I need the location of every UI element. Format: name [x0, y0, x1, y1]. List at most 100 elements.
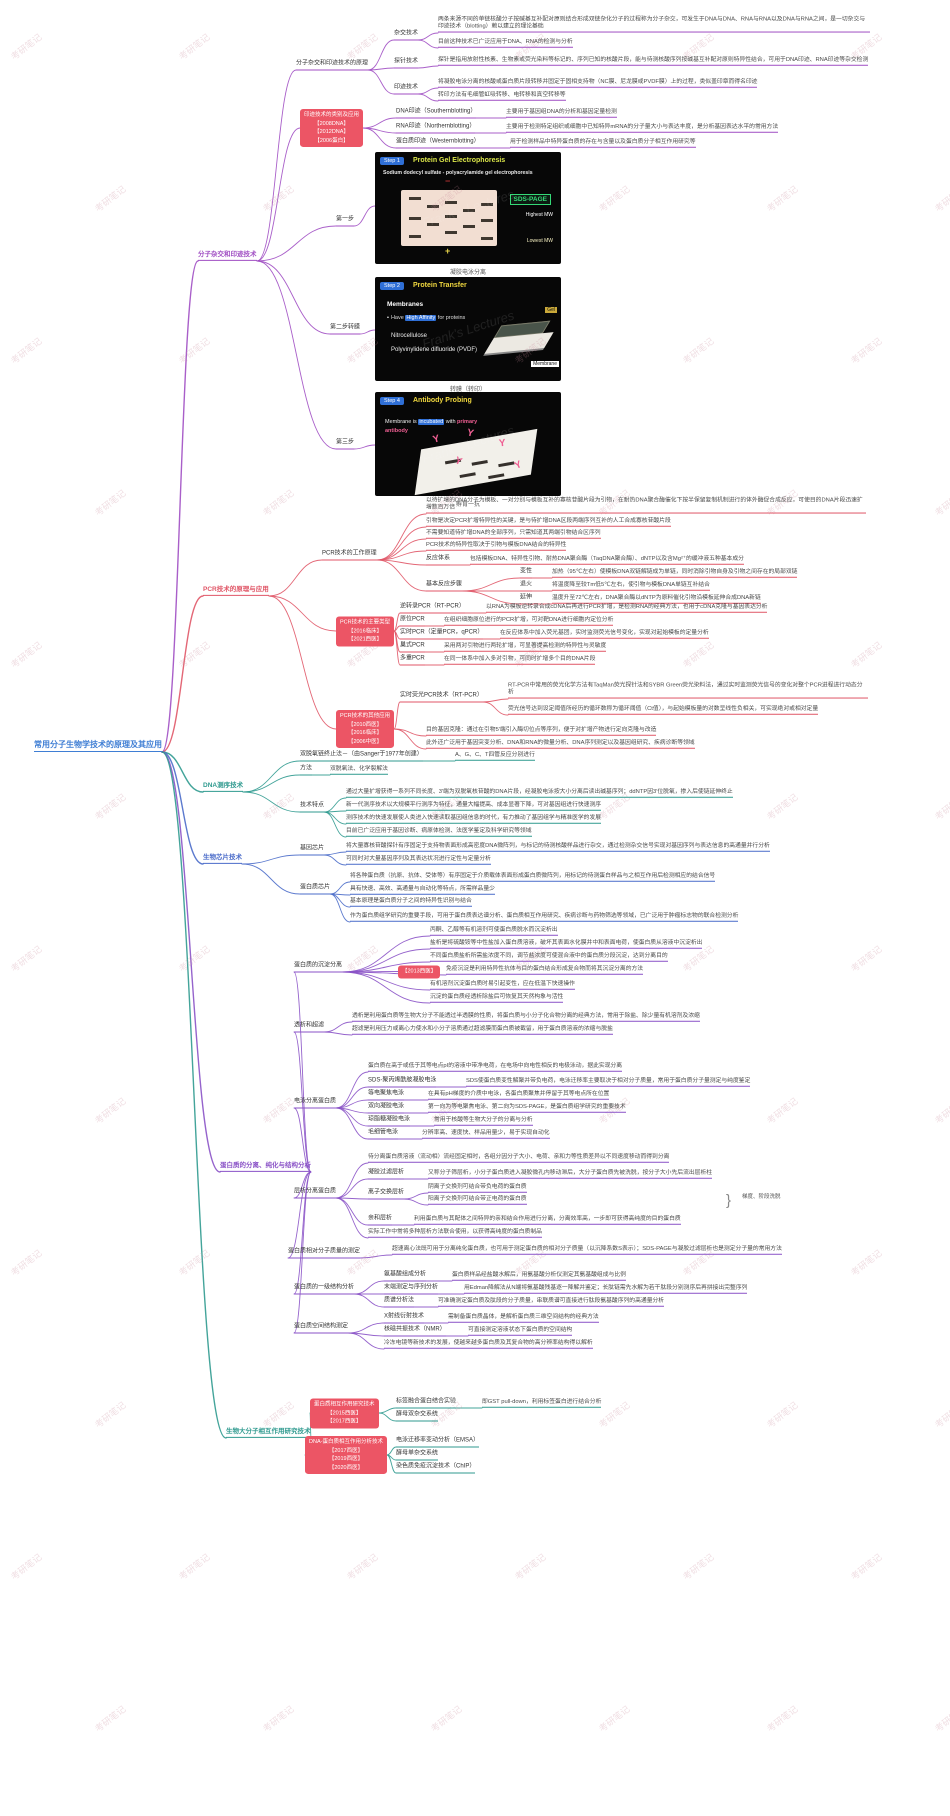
topic-E6a[interactable]: 氨基酸组成分析 [384, 1272, 427, 1281]
topic-E1l3[interactable]: 不同蛋白质盐析所需盐浓度不同，调节盐浓度可使混合液中的蛋白质分段沉淀，达到分离目… [430, 953, 668, 962]
topic-B2c1[interactable]: 在反应体系中加入荧光基团，实时监测荧光信号变化，实现对起始模板的定量分析 [500, 630, 709, 639]
topic-C3[interactable]: 技术特点 [300, 803, 325, 812]
topic-E7a[interactable]: X射线衍射技术 [384, 1314, 425, 1323]
topic-C1[interactable]: 双脱氧链终止法－（由Sanger于1977年创建） [300, 752, 423, 761]
topic-B2b1[interactable]: 在组织细胞原位进行的PCR扩增，可对靶DNA进行细胞内定位分析 [444, 617, 614, 626]
topic-B2e1[interactable]: 在同一体系中加入多对引物，可同时扩增多个目的DNA片段 [444, 656, 596, 665]
topic-S1[interactable]: 第一步 [336, 217, 355, 226]
topic-E4c[interactable]: 亲和层析 [368, 1216, 393, 1225]
topic-E4b[interactable]: 离子交换层析 [368, 1190, 405, 1199]
topic-E6[interactable]: 蛋白质的一级结构分析 [294, 1285, 355, 1294]
topic-E4[interactable]: 层析分离蛋白质 [294, 1189, 337, 1198]
exam-tag-box-F1[interactable]: 蛋白质相互作用研究技术 【2015西医】 【2017西医】 [310, 1398, 379, 1428]
topic-E7a1[interactable]: 需制备蛋白质晶体，是解析蛋白质三维空间结构的经典方法 [448, 1314, 599, 1323]
topic-B1e[interactable]: 反应体系 [426, 556, 451, 565]
topic-A1c1[interactable]: 将凝胶电泳分离的核酸或蛋白质片段转移并固定于固相支持物（NC膜、尼龙膜或PVDF… [438, 79, 758, 88]
topic-E5[interactable]: 蛋白质相对分子质量的测定 [288, 1249, 361, 1258]
topic-E3b[interactable]: 等电聚焦电泳 [368, 1091, 405, 1100]
exam-tag-box-B2[interactable]: PCR技术的主要类型 【2016临床】 【2021西医】 [336, 616, 395, 646]
topic-B1f2[interactable]: 退火 [520, 582, 533, 591]
topic-A1b1[interactable]: 探针是指用放射性核素、生物素或荧光染料等标记的、序列已知的核酸片段，能与待测核酸… [438, 57, 869, 66]
topic-E4a[interactable]: 凝胶过滤层析 [368, 1170, 405, 1179]
topic-D[interactable]: 生物芯片技术 [203, 854, 242, 864]
topic-F1b[interactable]: 酵母双杂交系统 [396, 1412, 439, 1421]
topic-E3d[interactable]: 琼脂糖凝胶电泳 [368, 1117, 411, 1126]
topic-B2e[interactable]: 多重PCR [400, 656, 425, 665]
topic-B2b[interactable]: 原位PCR [400, 617, 425, 626]
topic-E3c[interactable]: 双向凝胶电泳 [368, 1104, 405, 1113]
topic-D2l4[interactable]: 作为蛋白质组学研究的重要手段，可用于蛋白质表达谱分析、蛋白质相互作用研究、疾病诊… [350, 913, 739, 922]
topic-C3l3[interactable]: 测序技术的快速发展使人类进入快速读取基因组信息的时代，有力推动了基因组学与精准医… [346, 815, 602, 824]
topic-B1l1[interactable]: 以待扩增的DNA分子为模板、一对分别与模板互补的寡核苷酸片段为引物，在耐热DNA… [426, 498, 866, 514]
topic-A1b[interactable]: 探针技术 [394, 59, 419, 68]
topic-C3l1[interactable]: 通过大量扩增获得一系列不同长度、3′端为双脱氧核苷酸的DNA片段，经凝胶电泳按大… [346, 789, 733, 798]
topic-E4a1[interactable]: 又称分子筛层析，小分子蛋白质进入凝胶微孔内移动滞后，大分子蛋白质先被洗脱，按分子… [428, 1170, 713, 1179]
topic-D1l1[interactable]: 将大量寡核苷酸探针有序固定于支持物表面形成高密度DNA微阵列，与标记的待测核酸样… [346, 843, 770, 852]
topic-C2l[interactable]: 双脱氧法、化学裂解法 [330, 766, 388, 775]
topic-E2l1[interactable]: 透析是利用蛋白质等生物大分子不能透过半透膜的性质，将蛋白质与小分子化合物分离的经… [352, 1013, 700, 1022]
topic-E6b1[interactable]: 用Edman降解法从N端将氨基酸残基逐一降解并鉴定；长肽链需先水解为若干肽段分别… [464, 1285, 748, 1294]
western-blot-step3-image[interactable]: Step 4 Antibody Probing Membrane is incu… [375, 392, 561, 508]
topic-B1l3[interactable]: 不需要知道待扩增DNA的全部序列，只需知道其两端引物结合区序列 [426, 530, 601, 539]
topic-E1l2[interactable]: 盐析是将硫酸铵等中性盐加入蛋白质溶液，破坏其表面水化膜并中和表面电荷，使蛋白质从… [430, 940, 703, 949]
western-blot-step1-image[interactable]: Step 1 Protein Gel Electrophoresis Sodiu… [375, 152, 561, 276]
topic-A1a2[interactable]: 目前这种技术已广泛应用于DNA、RNA的检测与分析 [438, 39, 573, 48]
topic-C3l4[interactable]: 目前已广泛应用于基因诊断、病原体检测、法医学鉴定及科学研究等领域 [346, 828, 532, 837]
topic-E7b[interactable]: 核磁共振技术（NMR） [384, 1327, 446, 1336]
topic-A1a[interactable]: 杂交技术 [394, 31, 419, 40]
topic-F1a1[interactable]: 即GST pull-down，利用标签蛋白进行结合分析 [482, 1399, 602, 1408]
topic-B4l1[interactable]: 目的基因克隆：通过在引物5′端引入酶切位点等序列，便于对扩增产物进行定向克隆与改… [426, 727, 657, 736]
topic-E1l4[interactable]: 免疫沉淀是利用特异性抗体与目的蛋白结合形成复合物而将其沉淀分离的方法 [446, 966, 644, 975]
topic-B4l2[interactable]: 此外还广泛用于基因突变分析、DNA和RNA的微量分析、DNA序列测定以及基因组研… [426, 740, 695, 749]
topic-A1c[interactable]: 印迹技术 [394, 85, 419, 94]
topic-E4c1[interactable]: 利用蛋白质与其配体之间特异的亲和结合作用进行分离，分离效率高，一步即可获得高纯度… [414, 1216, 681, 1225]
topic-B1f1l[interactable]: 加热（95℃左右）使模板DNA双链解链成为单链，同时消除引物自身及引物之间存在的… [552, 569, 798, 578]
topic-D1l2[interactable]: 可同时对大量基因序列及其表达状况进行定性与定量分析 [346, 856, 491, 865]
topic-B2a[interactable]: 逆转录PCR（RT-PCR） [400, 604, 465, 613]
topic-E7[interactable]: 蛋白质空间结构测定 [294, 1324, 349, 1333]
topic-E[interactable]: 蛋白质的分离、纯化与结构分析 [220, 1162, 311, 1172]
topic-D2l3[interactable]: 基本原理是蛋白质分子之间的特异性识别与结合 [350, 898, 472, 907]
topic-E6c1[interactable]: 可准确测定蛋白质及肽段的分子质量，串联质谱可直接进行肽段氨基酸序列的高通量分析 [438, 1298, 665, 1307]
topic-B1[interactable]: PCR技术的工作原理 [322, 551, 377, 560]
topic-E5l1[interactable]: 超速离心法既可用于分离纯化蛋白质，也可用于测定蛋白质的相对分子质量（以沉降系数S… [392, 1246, 782, 1255]
exam-tag-box-A2[interactable]: 印迹技术的类别及应用 【2008DNA】 【2012DNA】 【2006蛋白】 [300, 108, 364, 147]
topic-B1l4[interactable]: PCR技术的特异性取决于引物与模板DNA结合的特异性 [426, 542, 567, 551]
topic-E3[interactable]: 电泳分离蛋白质 [294, 1099, 337, 1108]
topic-E4l5[interactable]: 实际工作中常将多种层析方法联合使用，以获得高纯度的蛋白质制品 [368, 1229, 542, 1238]
topic-F[interactable]: 生物大分子相互作用研究技术 [226, 1428, 311, 1438]
topic-E3a[interactable]: SDS-聚丙烯酰胺凝胶电泳 [368, 1078, 437, 1087]
topic-D1[interactable]: 基因芯片 [300, 846, 325, 855]
topic-C3l2[interactable]: 新一代测序技术以大规模平行测序为特征，通量大幅提高、成本显著下降，可对基因组进行… [346, 802, 602, 811]
topic-E2[interactable]: 透析和超滤 [294, 1023, 325, 1032]
topic-B3l2[interactable]: 荧光信号达到设定阈值所经历的循环数称为循环阈值（Ct值），与起始模板量的对数呈线… [508, 706, 819, 715]
topic-E1l5[interactable]: 有机溶剂沉淀蛋白质时易引起变性，应在低温下快速操作 [430, 981, 575, 990]
topic-A1[interactable]: 分子杂交和印迹技术的原理 [296, 61, 369, 70]
topic-E7l3[interactable]: 冷冻电镜等新技术的发展，使越来越多蛋白质及其复合物的高分辨率结构得以解析 [384, 1340, 593, 1349]
topic-E4b2[interactable]: 阳离子交换剂可结合带正电荷的蛋白质 [428, 1196, 527, 1205]
topic-A2a1[interactable]: 主要用于基因组DNA的分析和基因定量检测 [506, 109, 617, 118]
topic-E3e[interactable]: 毛细管电泳 [368, 1130, 399, 1139]
topic-A1a1[interactable]: 两条来源不同的单链核酸分子按碱基互补配对原则结合形成双链杂化分子的过程称为分子杂… [438, 17, 870, 33]
exam-tag-box-E1t[interactable]: 【2013西医】 [398, 965, 441, 978]
topic-B3l1[interactable]: RT-PCR中常用的荧光化学方法有TaqMan荧光探针法和SYBR Green荧… [508, 683, 868, 699]
topic-B1f2l[interactable]: 将温度降至较Tm低5℃左右，使引物与模板DNA单链互补结合 [552, 582, 710, 591]
topic-A2c[interactable]: 蛋白质印迹（Westernblotting） [396, 139, 480, 148]
topic-A2b[interactable]: RNA印迹（Northernblotting） [396, 124, 476, 133]
topic-A2b1[interactable]: 主要用于检测特定组织或细胞中已知特异mRNA的分子量大小与表达丰度，是分析基因表… [506, 124, 779, 133]
topic-E4b1[interactable]: 阴离子交换剂可结合带负电荷的蛋白质 [428, 1184, 527, 1193]
topic-B[interactable]: PCR技术的原理与应用 [203, 586, 269, 596]
topic-S2[interactable]: 第二步转膜 [330, 325, 361, 334]
topic-B3[interactable]: 实时荧光PCR技术（RT-PCR） [400, 693, 483, 702]
topic-B2d1[interactable]: 采用两对引物进行两轮扩增，可显著提高检测的特异性与灵敏度 [444, 643, 607, 652]
topic-B2d[interactable]: 巢式PCR [400, 643, 425, 652]
topic-F2a[interactable]: 电泳迁移率变动分析（EMSA） [396, 1438, 480, 1447]
topic-root[interactable]: 常用分子生物学技术的原理及其应用 [34, 740, 162, 752]
topic-E1l6[interactable]: 沉淀的蛋白质经透析除盐后可恢复其天然构象与活性 [430, 994, 564, 1003]
topic-B1f3[interactable]: 延伸 [520, 595, 533, 604]
topic-D2l2[interactable]: 具有快速、高效、高通量与自动化等特点，所需样品量少 [350, 886, 495, 895]
topic-E1l1[interactable]: 丙酮、乙醇等有机溶剂可使蛋白质脱水而沉淀析出 [430, 927, 558, 936]
topic-B1e1[interactable]: 包括模板DNA、特异性引物、耐热DNA聚合酶（TaqDNA聚合酶）、dNTP以及… [470, 556, 744, 565]
topic-B2a1[interactable]: 以RNA为模板逆转录合成cDNA后再进行PCR扩增，是检测RNA的经典方法，也用… [486, 604, 768, 613]
topic-B2c[interactable]: 实时PCR（定量PCR，qPCR） [400, 630, 484, 639]
